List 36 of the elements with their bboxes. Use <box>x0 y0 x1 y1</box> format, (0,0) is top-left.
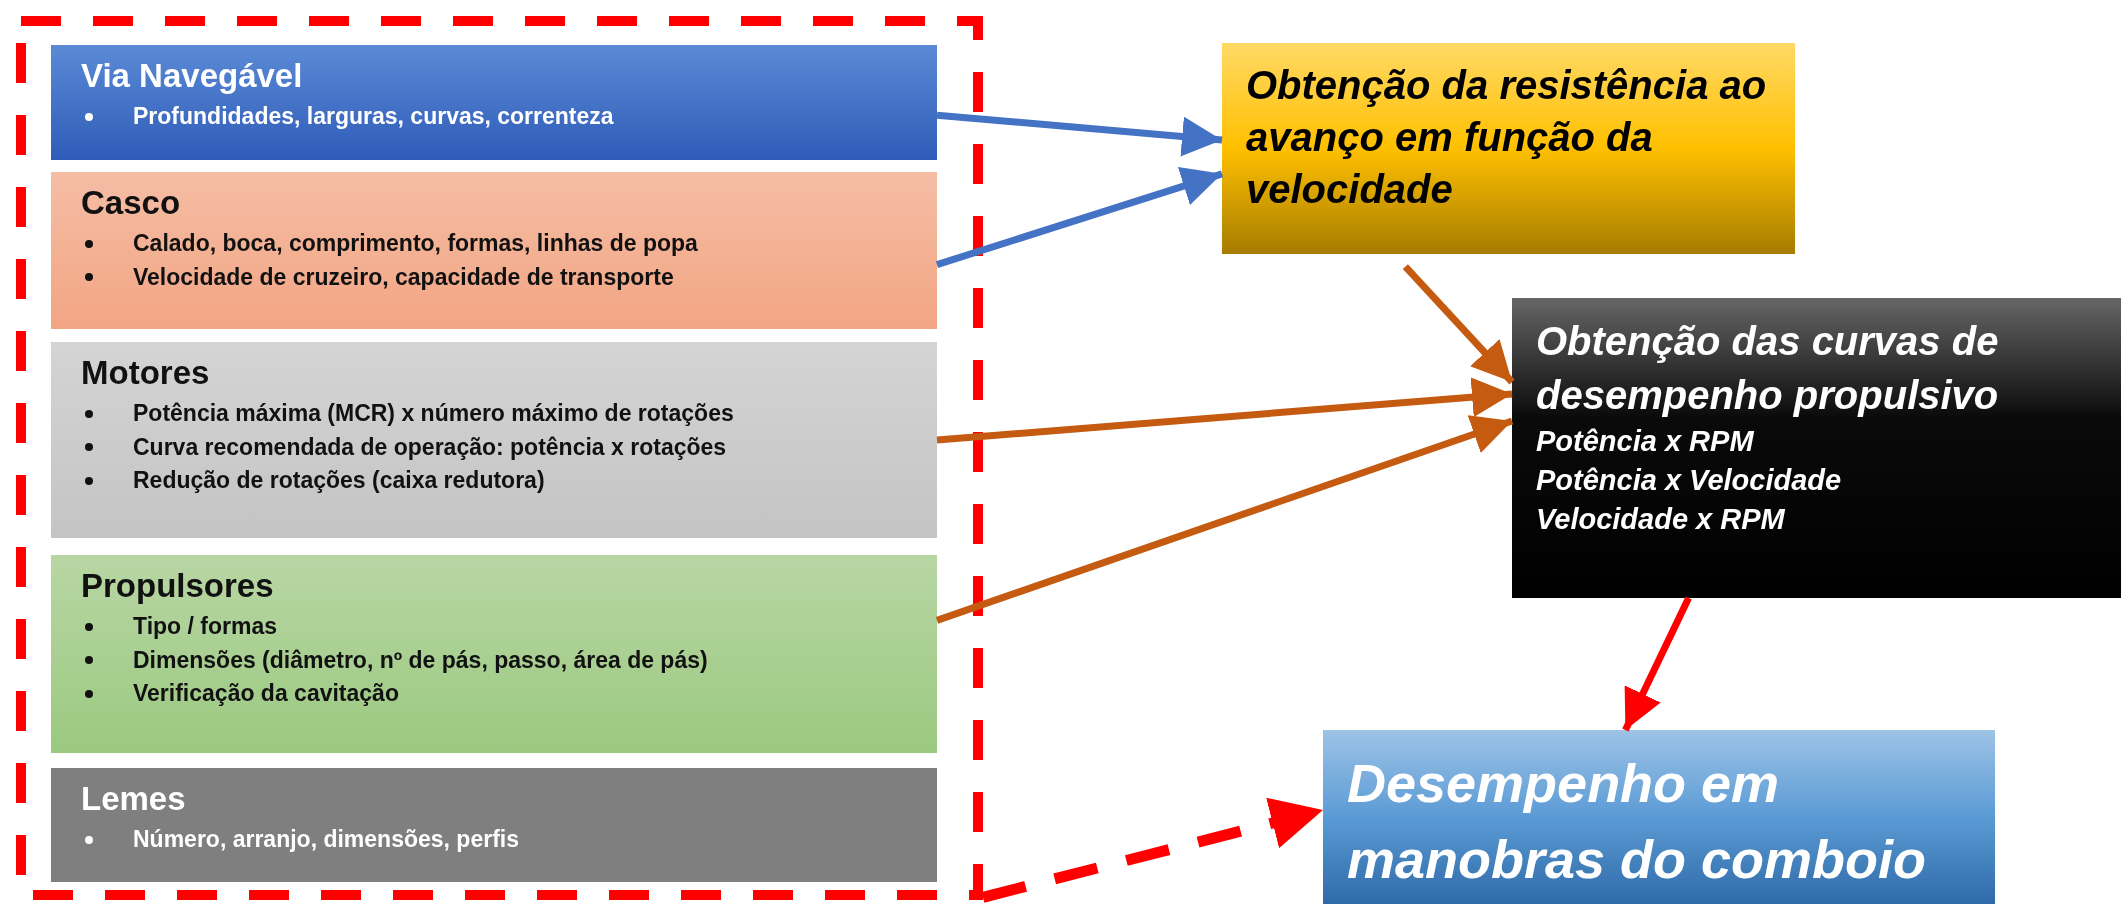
result-box <box>1323 730 1995 904</box>
bullet-text: Calado, boca, comprimento, formas, linhas de popa <box>133 229 698 259</box>
metric-line: Velocidade x RPM <box>1536 502 1786 538</box>
box-text: Desempenho em manobras do comboio <box>1347 752 1928 891</box>
arrow <box>981 797 1325 903</box>
bullet-text: Curva recomendada de operação: potência x rotações <box>133 432 727 462</box>
category-panel <box>51 172 937 329</box>
bullet-text: Profundidades, larguras, curvas, correnteza <box>133 102 614 132</box>
arrow <box>935 166 1224 268</box>
bullet-text: Velocidade de cruzeiro, capacidade de transporte <box>133 262 674 292</box>
panel-heading: Casco <box>81 183 182 223</box>
bullet-text: Dimensões (diâmetro, nº de pás, passo, área de pás) <box>133 645 708 675</box>
category-panel <box>51 768 937 882</box>
category-panel <box>51 342 937 538</box>
process-box <box>1222 43 1795 254</box>
bullet-text: Número, arranjo, dimensões, perfis <box>133 825 519 855</box>
bullet-text: Verificação da cavitação <box>133 678 399 708</box>
box-text: Obtenção da resistência ao avanço em função da velocidade <box>1246 62 1768 213</box>
arrow <box>1622 596 1692 732</box>
box-text: Obtenção das curvas de desempenho propulsivo <box>1536 318 2000 419</box>
panel-heading: Lemes <box>81 779 187 819</box>
arrow <box>936 111 1223 157</box>
metric-line: Potência x RPM <box>1536 424 1755 459</box>
category-panel <box>51 45 937 160</box>
bullet-text: Tipo / formas <box>133 612 277 642</box>
category-panel <box>51 555 937 753</box>
panel-heading: Motores <box>81 353 211 393</box>
arrow <box>936 377 1513 444</box>
arrow <box>935 415 1514 624</box>
bullet-text: Potência máxima (MCR) x número máximo de rotações <box>133 399 734 429</box>
arrow <box>1402 264 1515 385</box>
bullet-text: Redução de rotações (caixa redutora) <box>133 465 545 495</box>
panel-heading: Propulsores <box>81 566 275 606</box>
metric-line: Potência x Velocidade <box>1536 463 1843 499</box>
process-box <box>1512 298 2121 598</box>
panel-heading: Via Navegável <box>81 56 304 96</box>
